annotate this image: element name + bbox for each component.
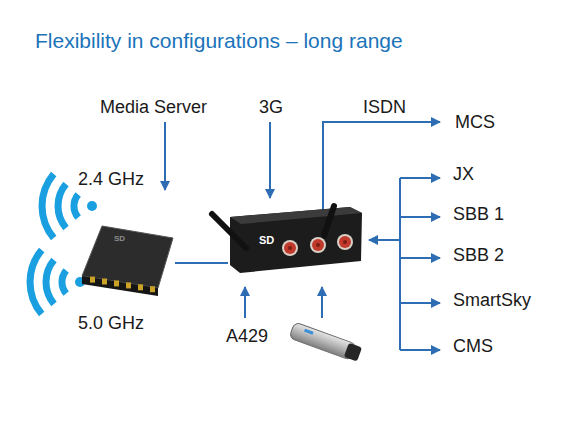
input-arrow <box>369 239 400 241</box>
input-arrow <box>269 122 271 198</box>
wifi-arc <box>30 250 42 314</box>
output-arrow <box>400 349 440 351</box>
device-body <box>82 276 158 296</box>
signal-label: Media Server <box>100 97 207 117</box>
wifi-arc <box>62 270 66 293</box>
device-body <box>230 207 362 224</box>
ports <box>282 234 353 256</box>
wifi-arc <box>46 260 54 304</box>
signal-label: 3G <box>259 97 283 117</box>
wifi-arc <box>74 194 78 217</box>
output-arrow <box>400 216 440 218</box>
output-arrow <box>400 302 440 304</box>
wifi-symbol <box>30 250 66 314</box>
device-body <box>230 207 362 273</box>
signal-label: SmartSky <box>453 290 531 310</box>
output-arrow <box>323 122 440 214</box>
antenna <box>212 214 246 248</box>
signal-label: A429 <box>226 326 268 346</box>
port <box>310 237 326 253</box>
input-arrow <box>164 122 166 190</box>
wifi-arc <box>58 184 66 228</box>
antenna <box>324 206 334 236</box>
signal-label: ISDN <box>363 97 406 117</box>
connector <box>150 286 155 292</box>
port <box>337 234 353 250</box>
connector <box>102 279 107 285</box>
signal-label: SBB 1 <box>453 204 504 224</box>
wifi-arc <box>42 174 54 238</box>
port <box>288 246 292 250</box>
device-shape <box>80 222 175 304</box>
signal-label: CMS <box>453 336 493 356</box>
signal-label: 5.0 GHz <box>78 313 144 333</box>
port <box>343 240 347 244</box>
link-line <box>175 262 228 264</box>
port <box>284 242 296 254</box>
input-arrow <box>321 287 323 318</box>
connector <box>138 284 143 290</box>
signal-label: SBB 2 <box>453 245 504 265</box>
diagram-title: Flexibility in configurations – long ran… <box>35 29 403 53</box>
connector <box>114 280 119 286</box>
signal-label: MCS <box>455 112 495 132</box>
input-arrow <box>244 287 246 318</box>
brand-logo: SD <box>259 235 274 246</box>
port <box>339 236 351 248</box>
bus-line <box>399 178 401 350</box>
usb-dongle <box>289 322 362 363</box>
port <box>316 243 320 247</box>
port <box>282 240 298 256</box>
signal-label: JX <box>453 164 474 184</box>
port <box>312 239 324 251</box>
antenna-connectors <box>90 277 155 293</box>
connector <box>126 282 131 288</box>
signal-label: 2.4 GHz <box>78 169 144 189</box>
router-device: SD <box>80 222 175 304</box>
wifi-symbol <box>42 174 78 238</box>
output-arrow <box>400 177 440 179</box>
signal-arrows <box>165 122 440 350</box>
output-arrow <box>400 257 440 259</box>
wifi-dot <box>87 201 97 211</box>
brand-logo: SD <box>114 235 125 243</box>
connector <box>90 277 95 283</box>
